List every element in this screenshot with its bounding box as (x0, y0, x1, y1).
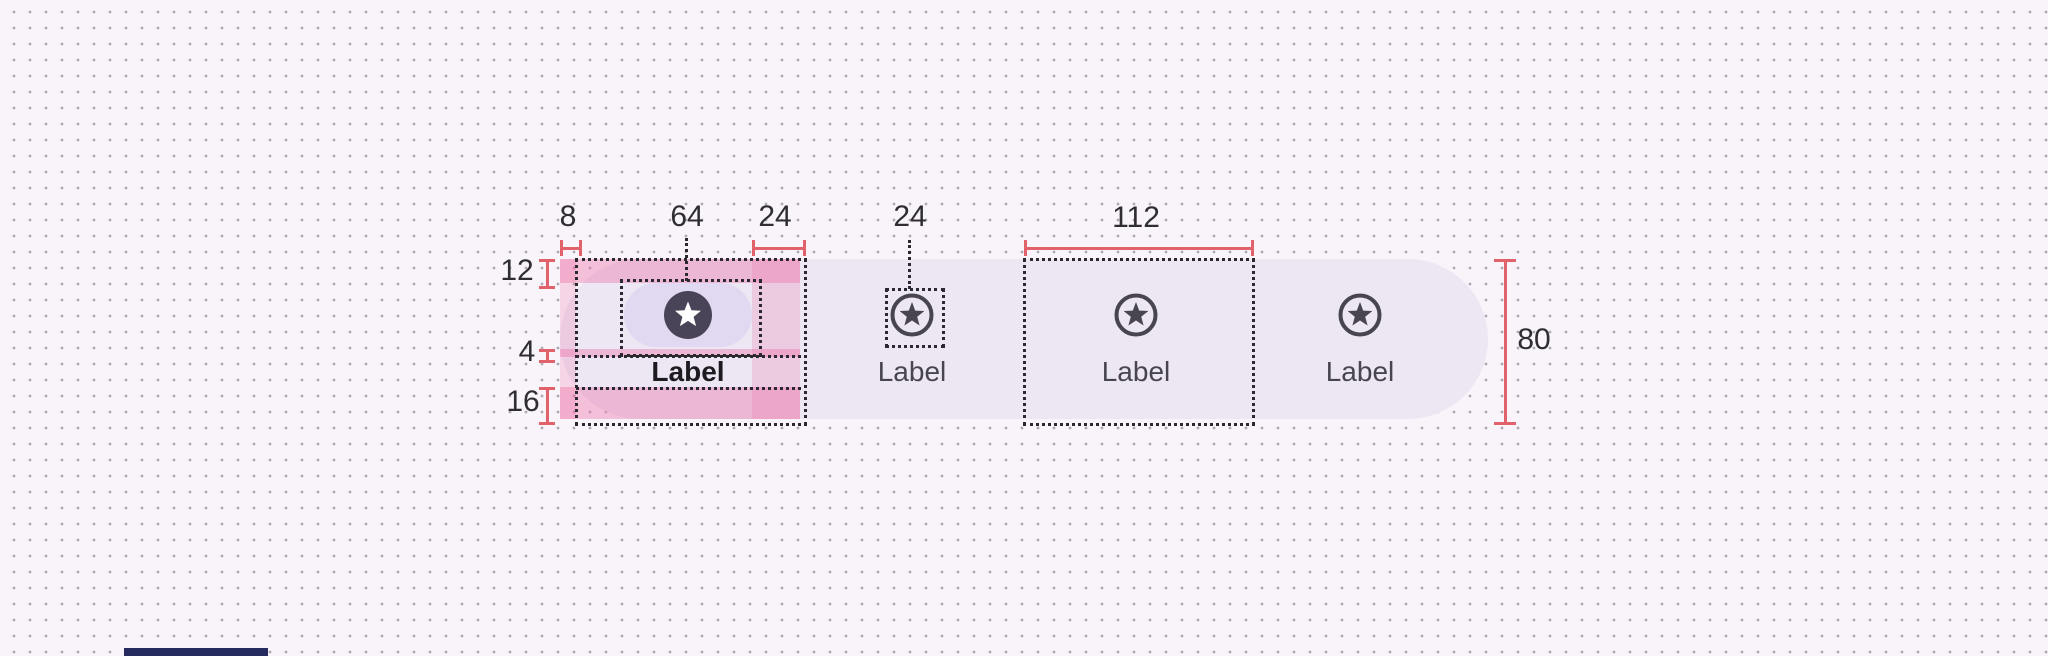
icon-bounds-outline (885, 288, 945, 348)
star-filled-circle-icon (664, 291, 712, 339)
measure-container-height: 80 (1517, 323, 1551, 356)
indicator-bounds-outline (620, 279, 762, 357)
label-row-top-line (576, 355, 801, 358)
measure-leading-padding: 8 (559, 200, 577, 233)
measure-top-padding: 12 (500, 254, 534, 287)
bracket-8 (560, 240, 582, 256)
measure-trailing-gap: 24 (758, 200, 792, 233)
cropped-element-bar (124, 648, 268, 656)
bracket-16 (539, 387, 555, 425)
measure-item-width: 112 (1112, 201, 1160, 234)
overlay-bottom-padding-16 (560, 387, 800, 419)
measure-indicator-width: 64 (670, 200, 704, 233)
overlay-icon-label-gap-4 (560, 349, 800, 357)
bracket-4 (539, 349, 555, 363)
star-outlined-circle-icon (1114, 293, 1158, 337)
star-outlined-circle-icon (1338, 293, 1382, 337)
leader-line-24 (908, 240, 911, 289)
bracket-112 (1024, 240, 1254, 256)
bracket-12 (539, 259, 555, 289)
overlay-leading-padding-8 (560, 259, 576, 419)
nav-item-label: Label (1325, 356, 1395, 387)
item1-bounds-outline (575, 258, 807, 426)
leader-line-64 (685, 238, 688, 281)
item3-bounds-outline (1023, 258, 1255, 426)
bracket-80 (1494, 259, 1516, 425)
measure-icon-size: 24 (893, 200, 927, 233)
nav-item-label: Label (651, 356, 725, 387)
measure-icon-label-gap: 4 (518, 335, 536, 368)
star-outlined-circle-icon (890, 293, 934, 337)
measure-bottom-padding: 16 (506, 385, 540, 418)
nav-item-label: Label (877, 356, 947, 387)
label-row-bottom-line (576, 387, 801, 390)
nav-item-label: Label (1101, 356, 1171, 387)
bracket-24 (752, 240, 806, 256)
